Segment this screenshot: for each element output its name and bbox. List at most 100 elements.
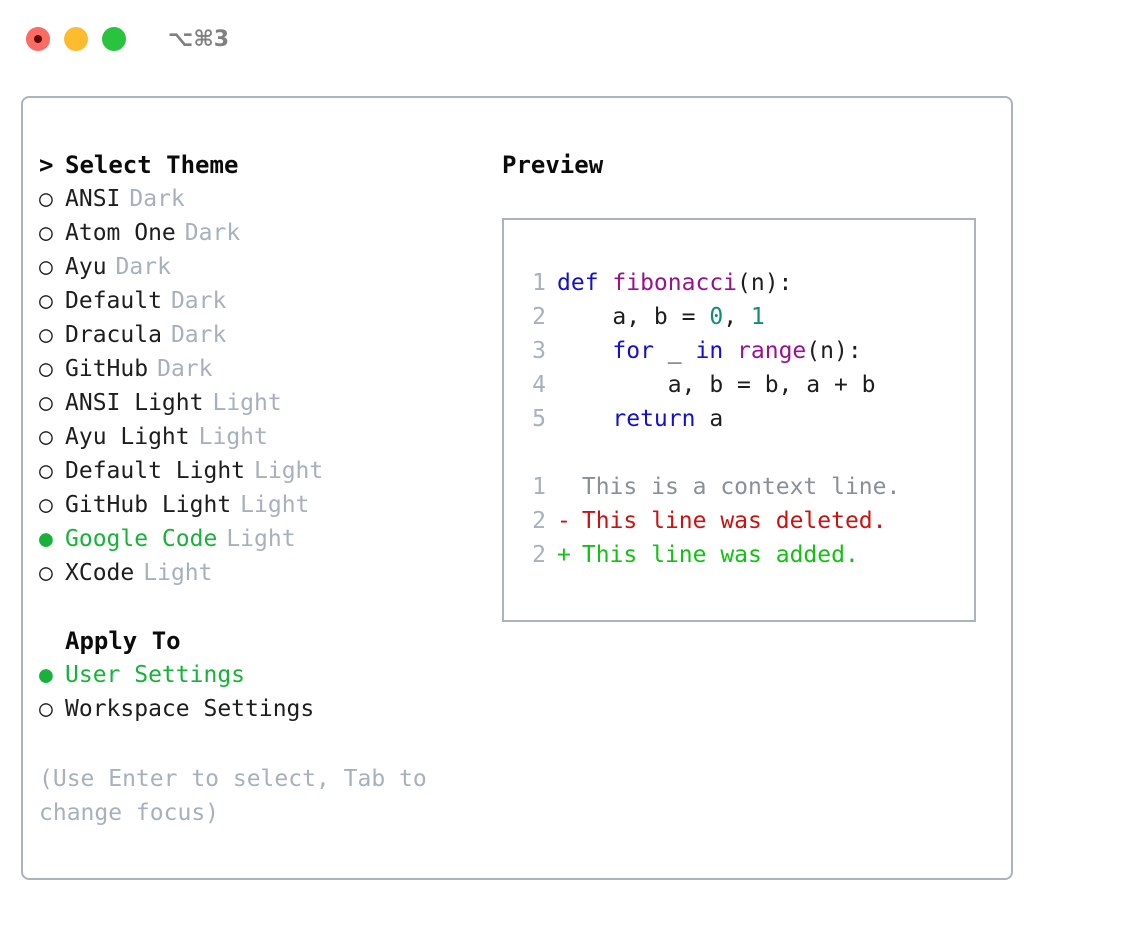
apply-to-list: ● User Settings ○ Workspace Settings: [39, 658, 489, 726]
code-token-punc: (n):: [737, 270, 793, 296]
radio-unselected-icon[interactable]: ○: [39, 458, 53, 484]
theme-name: Dracula: [65, 322, 162, 348]
code-line: 5 return a: [518, 402, 974, 436]
theme-variant-tag: Light: [226, 526, 296, 552]
theme-list-item[interactable]: ○ Default Dark: [39, 284, 489, 318]
diff-spacer: [568, 504, 582, 538]
code-line: 1 def fibonacci(n):: [518, 266, 974, 300]
close-button[interactable]: [26, 27, 50, 51]
diff-sign: [557, 470, 568, 504]
radio-unselected-icon[interactable]: ○: [39, 254, 53, 280]
line-number: 3: [532, 338, 546, 364]
code-token-kw: for: [612, 338, 654, 364]
apply-to-marker-spacer: [39, 624, 65, 658]
code-token-kw: def: [557, 270, 613, 296]
theme-name: Default: [65, 288, 162, 314]
radio-unselected-icon[interactable]: ○: [39, 492, 53, 518]
code-token-plain: a, b = b, a + b: [557, 372, 876, 398]
window-controls: [26, 27, 126, 51]
maximize-button[interactable]: [102, 27, 126, 51]
theme-list-item[interactable]: ○ ANSI Light Light: [39, 386, 489, 420]
apply-to-label: User Settings: [65, 662, 246, 688]
minimize-button[interactable]: [64, 27, 88, 51]
keyboard-shortcut-label: ⌥⌘3: [168, 26, 230, 52]
code-line-content: a, b = 0, 1: [557, 300, 764, 334]
code-token-plain: a, b =: [557, 304, 710, 330]
line-number: 1: [532, 474, 546, 500]
theme-name: Default Light: [65, 458, 246, 484]
radio-unselected-icon[interactable]: ○: [39, 322, 53, 348]
diff-sign: -: [557, 508, 571, 534]
radio-unselected-icon[interactable]: ○: [39, 356, 53, 382]
code-line-content: return a: [557, 402, 723, 436]
select-theme-title: Select Theme: [65, 151, 239, 179]
theme-variant-tag: Dark: [115, 254, 171, 280]
code-token-fn: range: [737, 338, 807, 364]
line-number: 1: [532, 270, 546, 296]
line-number: 5: [532, 406, 546, 432]
radio-selected-icon[interactable]: ●: [39, 662, 53, 688]
apply-to-item[interactable]: ○ Workspace Settings: [39, 692, 489, 726]
theme-list-item[interactable]: ○ Dracula Dark: [39, 318, 489, 352]
radio-unselected-icon[interactable]: ○: [39, 186, 53, 212]
theme-variant-tag: Dark: [170, 288, 227, 314]
code-diff-spacer: [518, 436, 974, 470]
code-token-plain: [557, 406, 612, 432]
apply-to-title: Apply To: [65, 627, 181, 655]
diff-line-text: This line was deleted.: [581, 508, 887, 534]
theme-list-item[interactable]: ○ Ayu Dark: [39, 250, 489, 284]
radio-unselected-icon[interactable]: ○: [39, 424, 53, 450]
radio-unselected-icon[interactable]: ○: [39, 288, 53, 314]
preview-title: Preview: [502, 151, 604, 179]
code-token-fn: fibonacci: [612, 270, 738, 296]
diff-line: 2+ This line was added.: [518, 538, 974, 572]
theme-variant-tag: Dark: [129, 186, 185, 212]
radio-unselected-icon[interactable]: ○: [39, 560, 53, 586]
theme-name: Ayu: [65, 254, 107, 280]
diff-line-text: This is a context line.: [581, 474, 901, 500]
code-line-content: def fibonacci(n):: [557, 266, 792, 300]
radio-unselected-icon[interactable]: ○: [39, 696, 53, 722]
theme-name: ANSI Light: [65, 390, 204, 416]
code-token-punc: (n):: [806, 338, 862, 364]
code-token-kw: in: [695, 338, 724, 364]
theme-variant-tag: Dark: [157, 356, 213, 382]
line-number: 2: [532, 542, 546, 568]
theme-variant-tag: Dark: [170, 322, 227, 348]
apply-to-label: Workspace Settings: [65, 696, 315, 722]
theme-variant-tag: Light: [212, 390, 282, 416]
theme-list-item[interactable]: ○ ANSI Dark: [39, 182, 489, 216]
line-number: 2: [532, 304, 546, 330]
line-number: 2: [532, 508, 546, 534]
code-token-plain: [723, 338, 737, 364]
theme-name: ANSI: [65, 186, 121, 212]
line-number: 4: [532, 372, 546, 398]
code-line: 2 a, b = 0, 1: [518, 300, 974, 334]
apply-to-header: Apply To: [39, 624, 489, 658]
theme-list-item[interactable]: ○ XCode Light: [39, 556, 489, 590]
code-token-kw: return: [612, 406, 696, 432]
code-line-content: a, b = b, a + b: [557, 368, 876, 402]
apply-to-item[interactable]: ● User Settings: [39, 658, 489, 692]
diff-spacer: [568, 538, 582, 572]
diff-line: 1 This is a context line.: [518, 470, 974, 504]
radio-unselected-icon[interactable]: ○: [39, 220, 53, 246]
radio-selected-icon[interactable]: ●: [39, 526, 53, 552]
radio-unselected-icon[interactable]: ○: [39, 390, 53, 416]
theme-name: XCode: [65, 560, 135, 586]
theme-variant-tag: Light: [143, 560, 213, 586]
select-theme-header: > Select Theme: [39, 148, 489, 182]
